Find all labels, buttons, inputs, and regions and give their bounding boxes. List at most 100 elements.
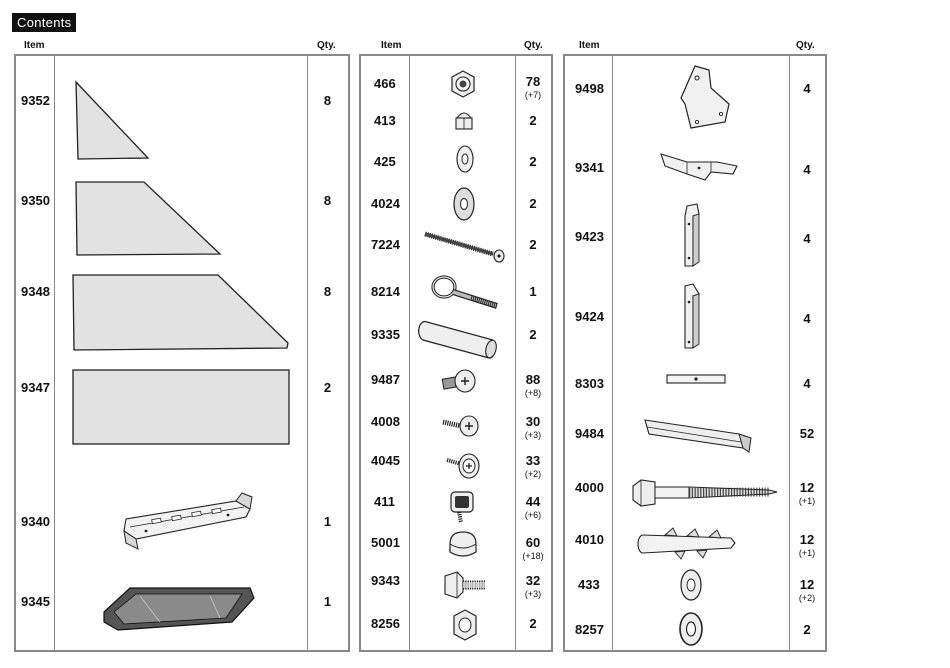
item-code: 9424 (575, 309, 604, 324)
item-qty: 4 (803, 162, 811, 177)
rectangle-panel-icon (72, 369, 290, 445)
large-washer-icon (453, 187, 475, 221)
flat-washer-icon (680, 569, 702, 601)
item-qty: 2 (529, 616, 537, 631)
item-code: 9487 (371, 372, 400, 387)
angle-bracket-icon (684, 203, 700, 267)
item-qty: 2 (529, 327, 537, 342)
flat-strip-icon (666, 374, 726, 384)
item-qty: 1 (529, 284, 537, 299)
column-header-qty: Qty. (524, 40, 543, 51)
wing-bracket-icon (660, 153, 738, 181)
item-code: 4000 (575, 480, 604, 495)
item-qty: 30(+3) (524, 414, 542, 440)
item-code: 9348 (21, 284, 50, 299)
item-code: 433 (578, 577, 600, 592)
item-code: 9498 (575, 81, 604, 96)
item-qty: 12(+1) (798, 532, 816, 558)
wall-plug-icon (637, 527, 736, 560)
item-qty: 12(+1) (798, 480, 816, 506)
item-qty: 8 (323, 193, 332, 208)
item-code: 9340 (21, 514, 50, 529)
item-qty: 1 (323, 594, 332, 609)
item-qty: 88(+8) (524, 372, 542, 398)
item-code: 4045 (371, 453, 400, 468)
parts-panel-1: 9352 8 9350 8 9348 8 9347 2 9340 1 (14, 54, 350, 652)
eye-bolt-icon (431, 275, 498, 309)
item-qty: 78(+7) (524, 74, 542, 100)
square-head-screw-icon (450, 491, 474, 523)
item-code: 9350 (21, 193, 50, 208)
self-tapping-screw-icon (442, 415, 479, 437)
washer-icon (456, 145, 474, 173)
item-code: 425 (374, 154, 396, 169)
item-code: 9341 (575, 160, 604, 175)
item-qty: 4 (803, 81, 811, 96)
item-qty: 4 (803, 231, 811, 246)
column-header-item: Item (24, 40, 45, 51)
threaded-rod-icon (424, 231, 505, 263)
tray-plate-icon (103, 587, 255, 631)
slotted-bracket-icon (123, 492, 253, 550)
item-code: 9484 (575, 426, 604, 441)
item-qty: 8 (323, 284, 332, 299)
item-qty: 60(+18) (522, 535, 544, 561)
cap-nut-icon (455, 112, 473, 130)
item-qty: 2 (323, 380, 332, 395)
column-header-item: Item (579, 40, 600, 51)
washer-screw-icon (446, 453, 480, 479)
page-title: Contents (12, 13, 77, 32)
triangle-panel-icon (75, 80, 150, 160)
channel-profile-icon (644, 419, 752, 453)
item-code: 9347 (21, 380, 50, 395)
item-qty: 8 (323, 93, 332, 108)
column-header-item: Item (381, 40, 402, 51)
lag-screw-icon (632, 479, 778, 507)
item-qty: 1 (323, 514, 332, 529)
item-qty: 2 (529, 154, 537, 169)
column-header-qty: Qty. (317, 40, 336, 51)
angle-bracket-alt-icon (684, 283, 700, 349)
item-code: 413 (374, 113, 396, 128)
item-code: 4010 (575, 532, 604, 547)
item-code: 9335 (371, 327, 400, 342)
item-code: 9343 (371, 573, 400, 588)
item-qty: 4 (803, 376, 811, 391)
tube-spacer-icon (418, 320, 497, 359)
item-qty: 2 (529, 237, 537, 252)
trapezoid-panel-icon (75, 181, 222, 256)
hex-nut-icon (453, 609, 477, 641)
parts-panel-2: 466 78(+7) 413 2 425 2 4024 2 (359, 54, 553, 652)
column-header-qty: Qty. (796, 40, 815, 51)
item-qty: 52 (799, 426, 815, 441)
item-code: 8257 (575, 622, 604, 637)
item-code: 9345 (21, 594, 50, 609)
hex-bolt-icon (444, 571, 485, 599)
item-qty: 2 (529, 113, 537, 128)
item-code: 8214 (371, 284, 400, 299)
item-qty: 4 (803, 311, 811, 326)
thick-washer-icon (679, 612, 703, 646)
flange-screw-icon (441, 369, 476, 393)
item-qty: 2 (529, 196, 537, 211)
gusset-plate-icon (680, 65, 730, 129)
item-code: 9423 (575, 229, 604, 244)
item-code: 7224 (371, 237, 400, 252)
lock-nut-icon (451, 70, 475, 98)
item-code: 4024 (371, 196, 400, 211)
item-code: 8303 (575, 376, 604, 391)
item-code: 5001 (371, 535, 400, 550)
item-qty: 2 (803, 622, 811, 637)
item-code: 466 (374, 76, 396, 91)
item-code: 4008 (371, 414, 400, 429)
end-cap-icon (449, 531, 477, 557)
item-qty: 32(+3) (524, 573, 542, 599)
item-code: 9352 (21, 93, 50, 108)
item-code: 411 (374, 494, 395, 509)
item-qty: 33(+2) (524, 453, 542, 479)
item-qty: 44(+6) (524, 494, 542, 520)
parts-panel-3: 9498 4 9341 4 9423 4 9424 (563, 54, 827, 652)
item-code: 8256 (371, 616, 400, 631)
item-qty: 12(+2) (798, 577, 816, 603)
trapezoid-panel-large-icon (72, 274, 289, 351)
